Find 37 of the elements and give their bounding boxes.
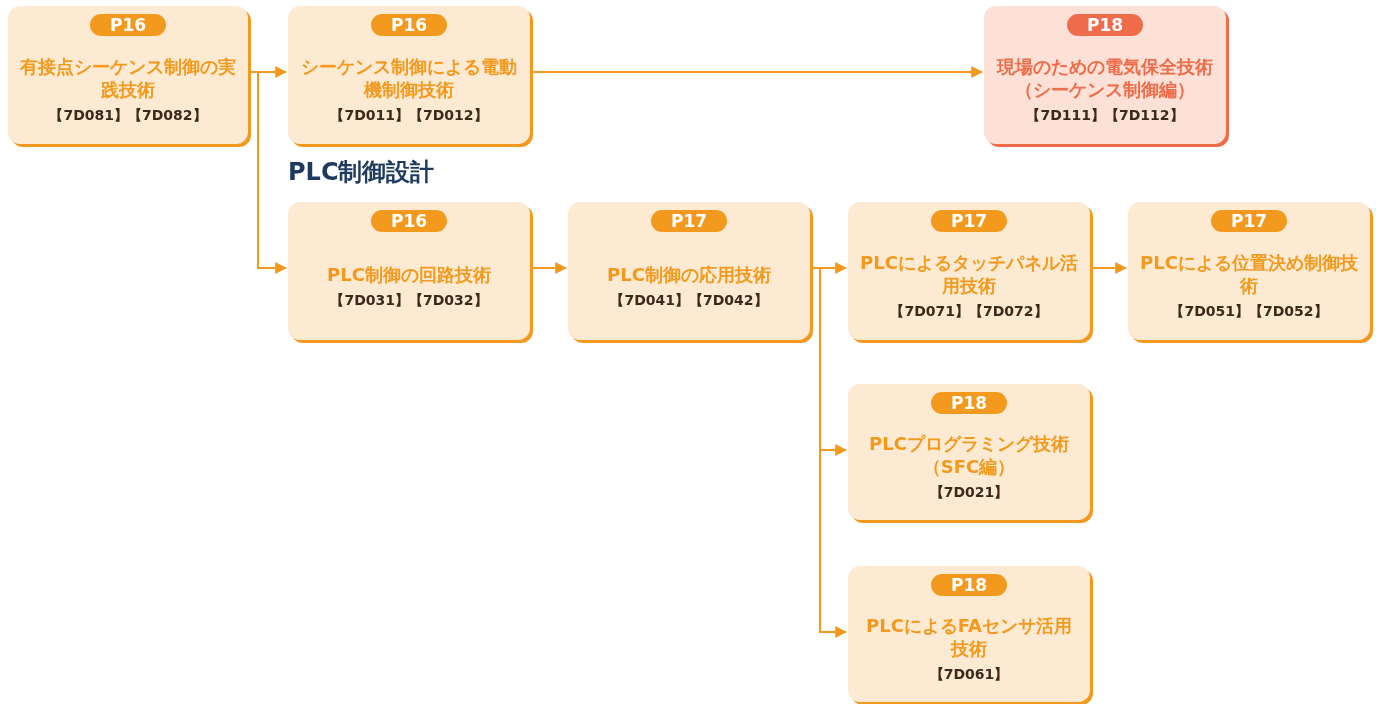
course-title: PLCによるタッチパネル活用技術 [860, 251, 1078, 297]
course-title: 現場のための電気保全技術（シーケンス制御編） [996, 55, 1214, 101]
page-badge: P18 [1066, 14, 1144, 36]
course-card [568, 202, 810, 340]
page-badge: P17 [930, 210, 1008, 232]
page-badge: P16 [370, 210, 448, 232]
course-card [8, 6, 248, 144]
course-card [1128, 202, 1370, 340]
course-title: PLC制御の応用技術 [607, 262, 771, 286]
course-card [288, 202, 530, 340]
course-code: 【7D081】【7D082】 [49, 106, 207, 125]
course-code: 【7D111】【7D112】 [1026, 106, 1184, 125]
page-badge: P17 [650, 210, 728, 232]
course-card [848, 566, 1090, 702]
course-title: PLCによる位置決め制御技術 [1140, 251, 1358, 297]
course-code: 【7D021】 [929, 483, 1009, 502]
course-title: シーケンス制御による電動機制御技術 [300, 55, 518, 101]
page-badge: P18 [930, 392, 1008, 414]
course-card [288, 6, 530, 144]
page-badge: P18 [930, 574, 1008, 596]
page-badge: P16 [370, 14, 448, 36]
course-title: 有接点シーケンス制御の実践技術 [20, 55, 236, 101]
course-code: 【7D061】 [929, 665, 1009, 684]
course-title: PLC制御の回路技術 [327, 262, 491, 286]
course-card [848, 202, 1090, 340]
section-heading: PLC制御設計 [288, 160, 435, 184]
course-code: 【7D031】【7D032】 [330, 290, 488, 310]
course-code: 【7D071】【7D072】 [890, 302, 1048, 321]
course-title: PLCプログラミング技術（SFC編） [868, 432, 1070, 478]
course-code: 【7D011】【7D012】 [330, 106, 488, 125]
course-card [848, 384, 1090, 520]
course-title: PLCによるFAセンサ活用技術 [864, 614, 1073, 660]
page-badge: P16 [89, 14, 167, 36]
page-badge: P17 [1210, 210, 1288, 232]
course-card [984, 6, 1226, 144]
course-code: 【7D041】【7D042】 [610, 290, 768, 310]
course-code: 【7D051】【7D052】 [1170, 302, 1328, 321]
